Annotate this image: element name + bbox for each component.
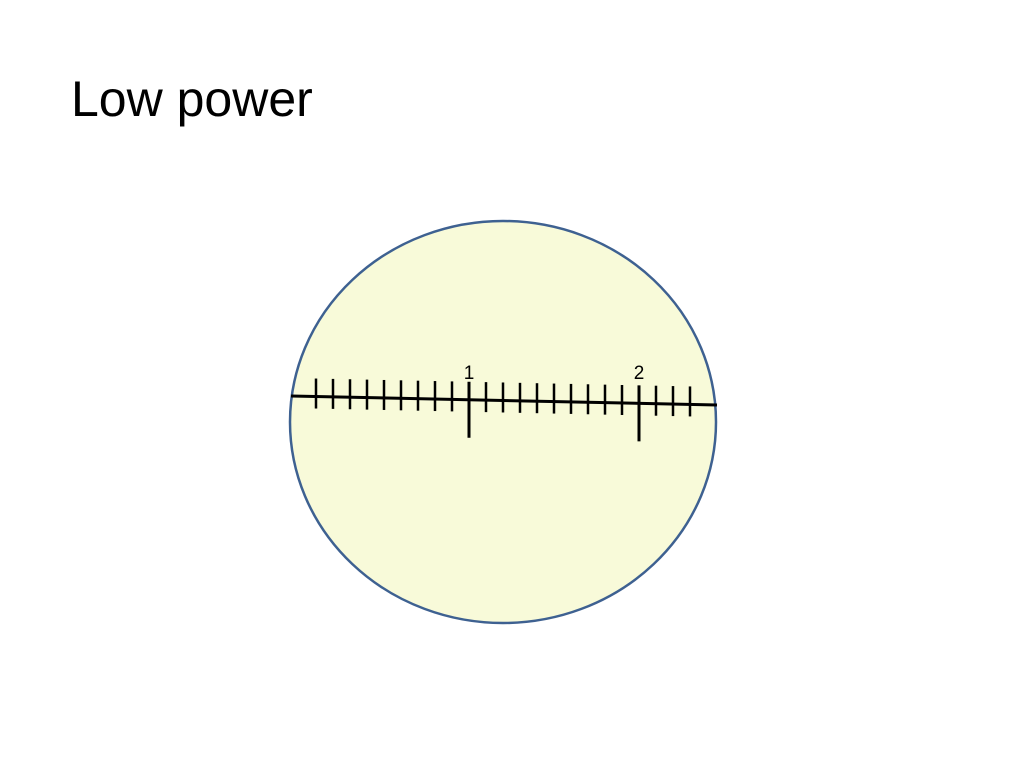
scale-label-2: 2 <box>634 363 645 384</box>
eyepiece-graticule-scale: 1 2 <box>290 363 718 442</box>
scale-label-1: 1 <box>464 363 475 384</box>
slide-title: Low power <box>71 71 313 127</box>
scale-ticks <box>314 378 692 442</box>
field-of-view-circle <box>288 219 718 625</box>
